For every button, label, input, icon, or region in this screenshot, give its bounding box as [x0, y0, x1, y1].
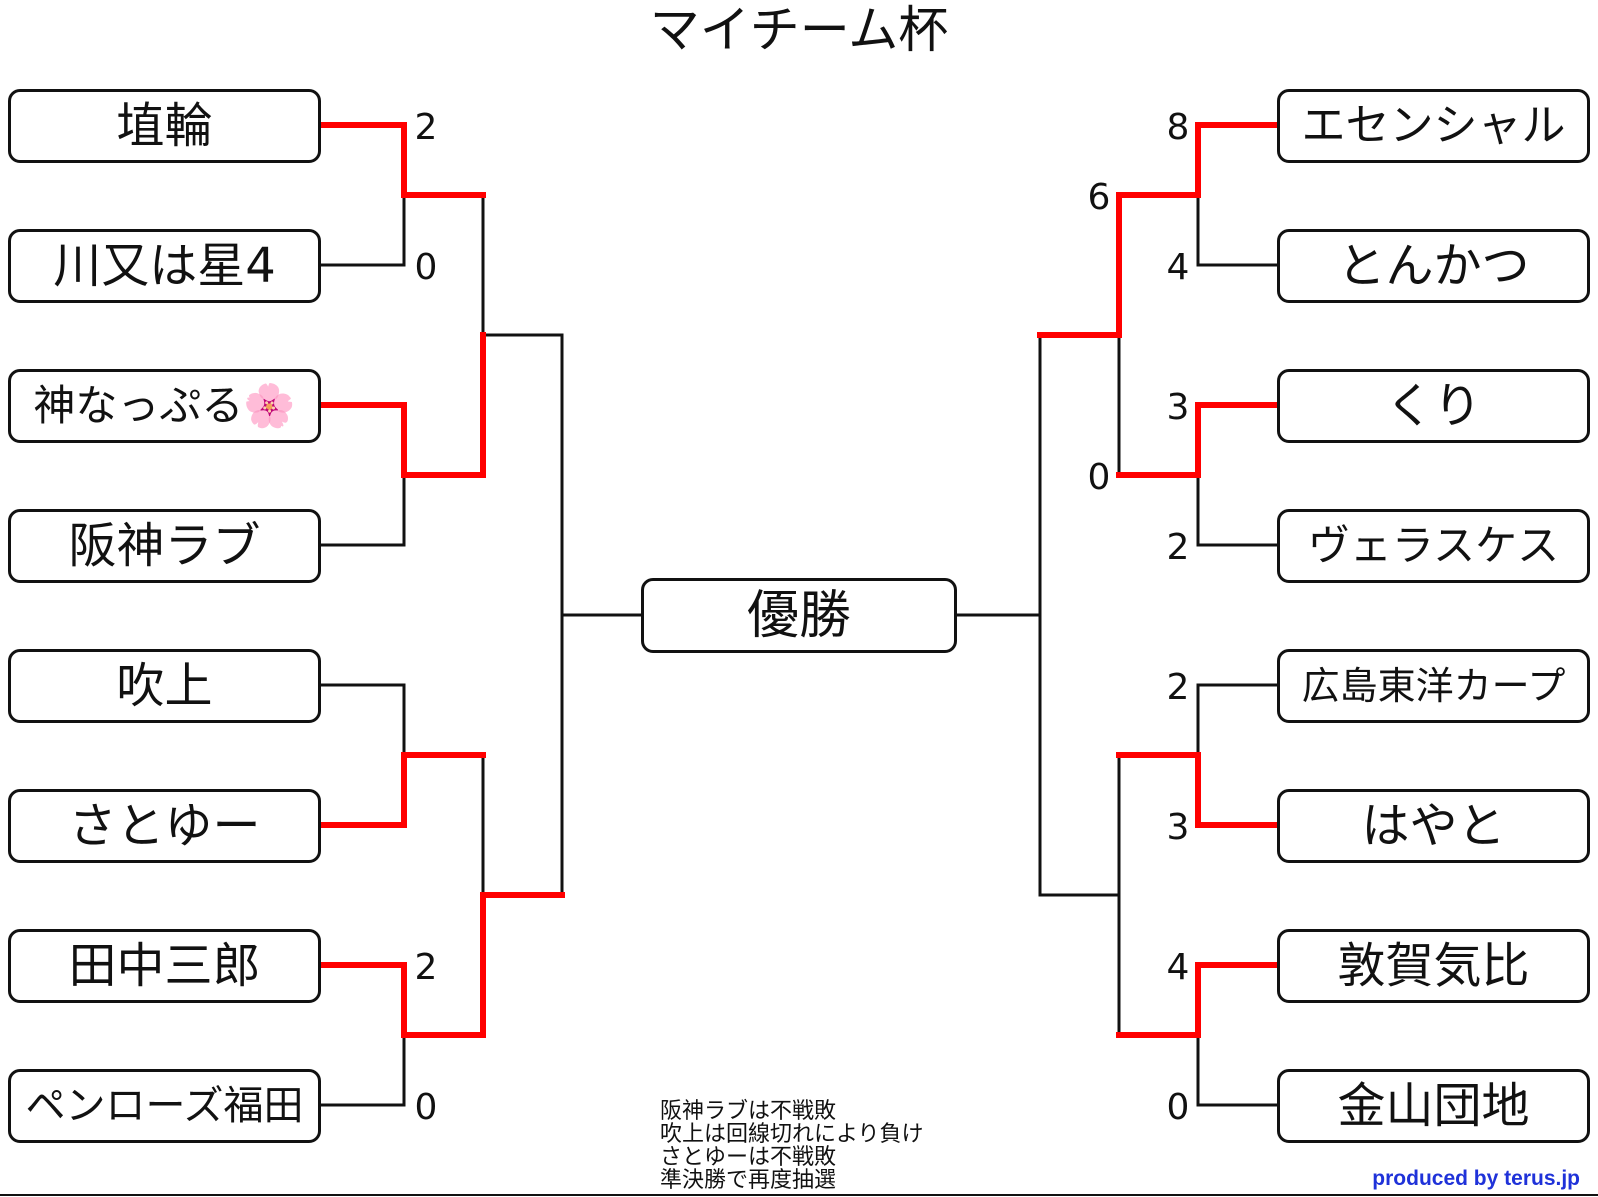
champion-box: 優勝 [641, 578, 957, 653]
score-right-7: 4 [1166, 947, 1190, 988]
team-right-3: くり [1277, 369, 1590, 443]
team-right-2: とんかつ [1277, 229, 1590, 303]
team-right-1: エセンシャル [1277, 89, 1590, 163]
win-right-r1-m3 [1116, 752, 1280, 828]
line-left-r1-m1-b [319, 193, 406, 267]
score-left-2: 0 [414, 247, 438, 288]
win-left-r1-m3 [318, 752, 486, 828]
score-right-6: 3 [1166, 807, 1190, 848]
score-left-1: 2 [414, 107, 438, 148]
score-right-1: 8 [1166, 107, 1190, 148]
team-left-2: 川又は星4 [8, 229, 321, 303]
line-right-r1-m3-a [1196, 683, 1279, 757]
win-right-r1-m4 [1116, 962, 1280, 1038]
win-right-r1-m2 [1116, 402, 1280, 478]
team-left-8: ペンローズ福田 [8, 1069, 321, 1143]
team-right-5: 広島東洋カープ [1277, 649, 1590, 723]
credit-link[interactable]: produced by terus.jp [1372, 1167, 1580, 1190]
team-left-6: さとゆー [8, 789, 321, 863]
score-left-7: 2 [414, 947, 438, 988]
line-right-r1-m2-b [1196, 473, 1279, 547]
team-left-4: 阪神ラブ [8, 509, 321, 583]
note-line: 準決勝で再度抽選 [660, 1168, 837, 1193]
line-left-r1-m3-a [319, 683, 406, 757]
line-left-r1-m4-b [319, 1033, 406, 1107]
note-line: 吹上は回線切れにより負け [660, 1122, 924, 1147]
score-right-8: 0 [1166, 1087, 1190, 1128]
win-left-r1-m2 [318, 402, 486, 478]
win-left-r2-bot [480, 892, 565, 1038]
notes: 阪神ラブは不戦敗 吹上は回線切れにより負け さとゆーは不戦敗 準決勝で再度抽選 [660, 1100, 924, 1192]
team-left-3: 神なっぷる🌸 [8, 369, 321, 443]
team-right-4: ヴェラスケス [1277, 509, 1590, 583]
bottom-rule [0, 1194, 1598, 1196]
tournament-title: マイチーム杯 [649, 1, 949, 59]
win-left-r1-m1 [318, 122, 486, 198]
win-left-r1-m4 [318, 962, 486, 1038]
note-line: さとゆーは不戦敗 [660, 1145, 837, 1170]
win-right-r1-m1 [1116, 122, 1280, 198]
note-line: 阪神ラブは不戦敗 [660, 1099, 837, 1124]
team-right-6: はやと [1277, 789, 1590, 863]
score-right-r2-top: 6 [1087, 177, 1111, 218]
team-left-7: 田中三郎 [8, 929, 321, 1003]
score-right-2: 4 [1166, 247, 1190, 288]
score-right-3: 3 [1166, 387, 1190, 428]
score-right-4: 2 [1166, 527, 1190, 568]
score-right-r2-bot: 0 [1087, 457, 1111, 498]
team-left-5: 吹上 [8, 649, 321, 723]
team-right-8: 金山団地 [1277, 1069, 1590, 1143]
team-left-1: 埴輪 [8, 89, 321, 163]
win-right-r2-top [1037, 192, 1122, 338]
team-right-7: 敦賀気比 [1277, 929, 1590, 1003]
score-left-8: 0 [414, 1087, 438, 1128]
line-right-r1-m1-b [1196, 193, 1279, 267]
line-left-r1-m2-b [319, 473, 406, 547]
score-right-5: 2 [1166, 667, 1190, 708]
line-right-r1-m4-b [1196, 1033, 1279, 1107]
